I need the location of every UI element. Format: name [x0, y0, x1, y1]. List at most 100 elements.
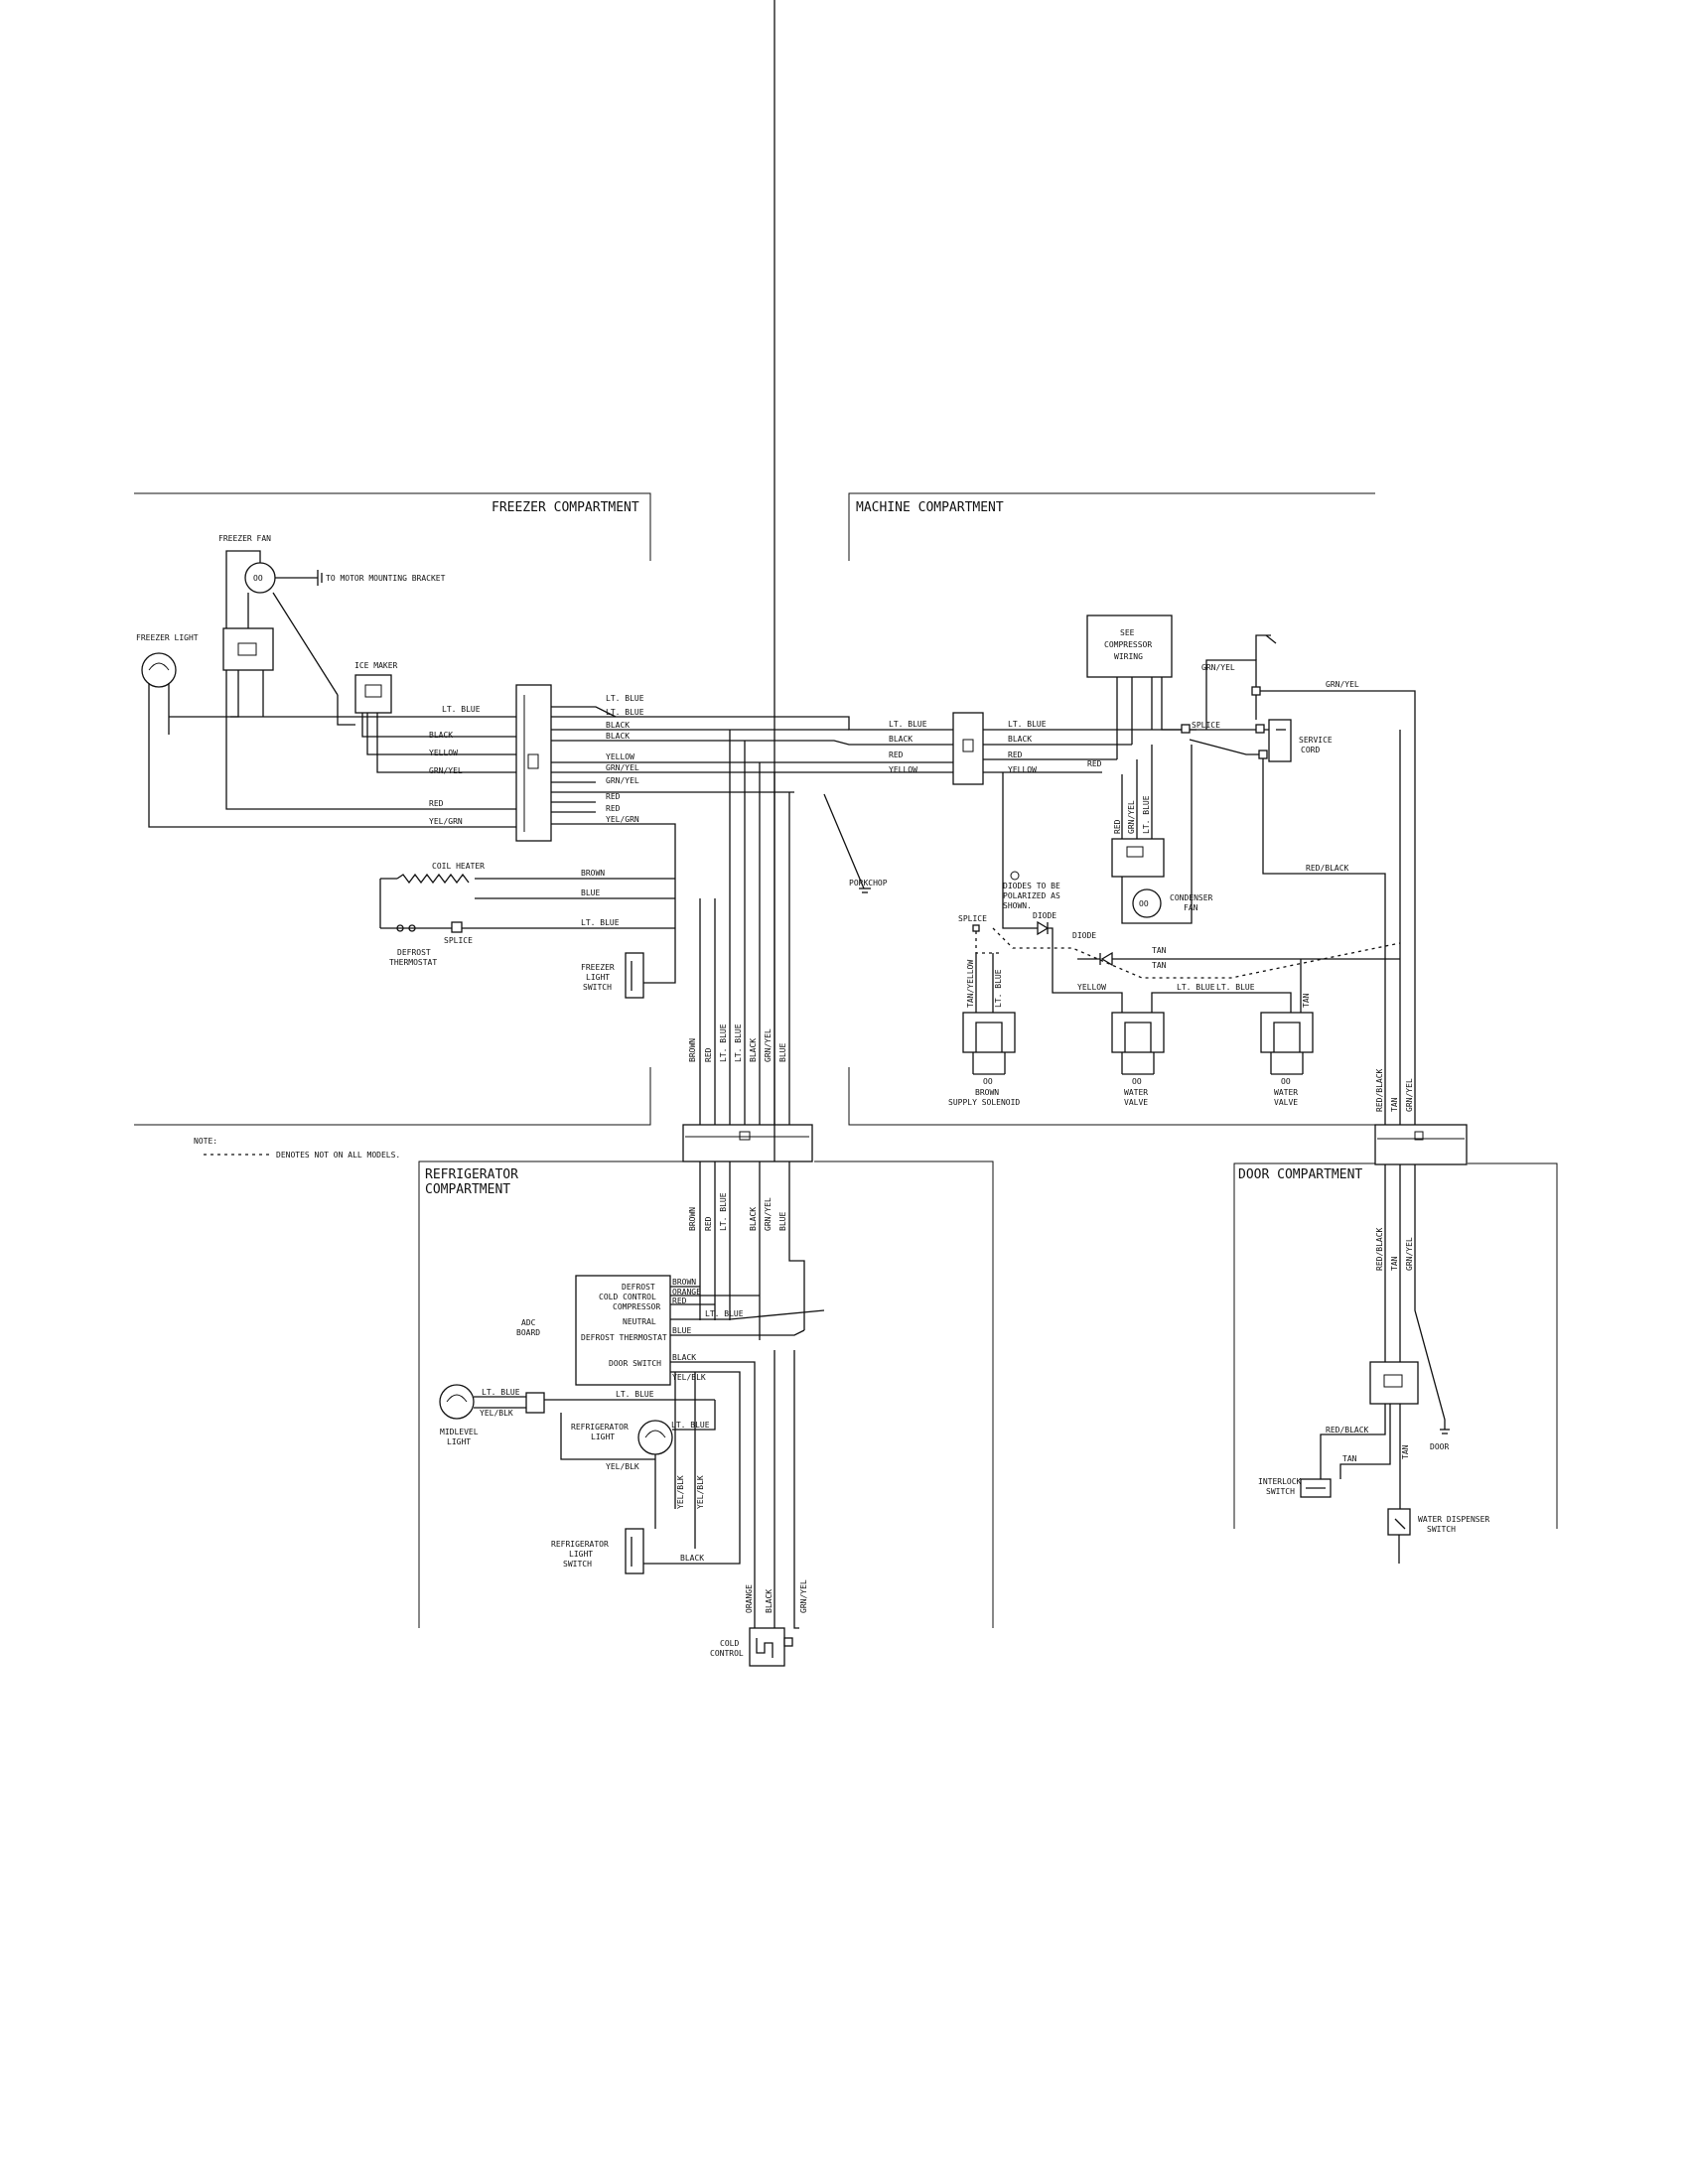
wire-lt-blue-label-1: LT. BLUE	[442, 705, 481, 714]
freezer-compartment-title: FREEZER COMPARTMENT	[492, 500, 639, 515]
coil-heater-icon	[396, 873, 470, 885]
compressor-label-3: WIRING	[1114, 652, 1143, 661]
door-compartment-frame	[1233, 1162, 1558, 1529]
wire-lt-blue-ml-label: LT. BLUE	[482, 1388, 520, 1397]
wire-lt-blue-label-2: LT. BLUE	[606, 694, 644, 703]
adc-board	[575, 1275, 671, 1386]
wire-red-black-d3-label: RED/BLACK	[1326, 1426, 1369, 1434]
refrigerator-light-label-2: LIGHT	[591, 1433, 615, 1441]
midlevel-light-label-1: MIDLEVEL	[440, 1428, 479, 1436]
wire-orange-adc-label: ORANGE	[672, 1288, 701, 1297]
wire-tan-d-label: TAN	[1390, 1097, 1399, 1112]
adc-wires	[670, 1286, 825, 1549]
wire-black-adc-label: BLACK	[672, 1353, 696, 1362]
wire-black-m-label-1: BLACK	[889, 735, 913, 744]
wire-lt-blue-m-label-2: LT. BLUE	[1008, 720, 1047, 729]
condenser-fan-connector	[1111, 838, 1165, 878]
refrigerator-light-bulb-icon	[637, 1420, 673, 1455]
wire-blue-h-label: BLUE	[581, 888, 600, 897]
machine-compartment-frame	[848, 492, 1375, 1126]
adc-pin-defrost-thermostat: DEFROST THERMOSTAT	[581, 1333, 667, 1342]
wire-black-label-3: BLACK	[606, 732, 630, 741]
splice-label: SPLICE	[444, 936, 473, 945]
mid-connector	[682, 1124, 813, 1162]
wire-brown-r-label: BROWN	[688, 1207, 697, 1231]
wire-tan-v2-label: TAN	[1302, 993, 1311, 1008]
wire-grn-yel-m-label-1: GRN/YEL	[1201, 663, 1235, 672]
water-valve-1-label-1: WATER	[1124, 1088, 1148, 1097]
service-cord-label-2: CORD	[1301, 746, 1320, 754]
water-valve-1-symbol: OO	[1132, 1077, 1142, 1086]
adc-pin-labels: DEFROST COLD CONTROL COMPRESSOR NEUTRAL …	[581, 1283, 667, 1368]
compressor-label-2: COMPRESSOR	[1104, 640, 1152, 649]
wire-grn-yel-label-1: GRN/YEL	[429, 766, 463, 775]
wire-grn-yel-label-3: GRN/YEL	[606, 776, 639, 785]
machine-connector	[952, 712, 984, 785]
motor-bracket-label: TO MOTOR MOUNTING BRACKET	[326, 574, 446, 583]
wire-black-v-label: BLACK	[749, 1038, 758, 1062]
diode-2-label: DIODE	[1072, 931, 1096, 940]
wire-yel-grn-label-2: YEL/GRN	[606, 815, 639, 824]
wire-blue-adc-label: BLUE	[672, 1326, 691, 1335]
wire-yel-blk-rl2-label: YEL/BLK	[676, 1475, 685, 1509]
interlock-switch-label-1: INTERLOCK	[1258, 1477, 1302, 1486]
wire-lt-blue-adc-label: LT. BLUE	[705, 1309, 744, 1318]
compressor-label-1: SEE	[1120, 628, 1135, 637]
water-dispenser-label-1: WATER DISPENSER	[1418, 1515, 1489, 1524]
wire-tan-d4-label: TAN	[1401, 1444, 1410, 1459]
supply-solenoid-label-2: SUPPLY SOLENOID	[948, 1098, 1020, 1107]
wire-lt-blue-label-3: LT. BLUE	[606, 708, 644, 717]
adc-pin-cold-control: COLD CONTROL	[599, 1293, 656, 1301]
supply-solenoid-label-1: BROWN	[975, 1088, 999, 1097]
freezer-light-bulb-icon	[141, 652, 177, 688]
freezer-compartment-frame	[134, 492, 651, 1126]
brown-supply-solenoid: OO	[962, 1012, 1016, 1086]
adc-pin-compressor: COMPRESSOR	[613, 1302, 660, 1311]
wire-black-m-label-2: BLACK	[1008, 735, 1032, 744]
wire-lt-blue-v2-label: LT. BLUE	[1216, 983, 1255, 992]
diode-1-icon	[1037, 920, 1050, 936]
diodes-note-2: POLARIZED AS	[1003, 891, 1060, 900]
refrigerator-light-switch-label-2: LIGHT	[569, 1550, 593, 1559]
splice-m-label: SPLICE	[958, 914, 987, 923]
water-valve-2-label-2: VALVE	[1274, 1098, 1298, 1107]
refrigerator-light-switch-label-3: SWITCH	[563, 1560, 592, 1569]
water-valve-1-label-2: VALVE	[1124, 1098, 1148, 1107]
water-valve-2-label-1: WATER	[1274, 1088, 1298, 1097]
wire-red-black-m-label: RED/BLACK	[1306, 864, 1349, 873]
midlevel-light-bulb-icon	[439, 1384, 475, 1420]
condenser-fan-label-2: FAN	[1184, 903, 1198, 912]
wire-tan-m-label-2: TAN	[1152, 961, 1167, 970]
wire-red-m-label-3: RED	[1087, 759, 1102, 768]
wire-grn-yel-cf-label: GRN/YEL	[1127, 800, 1136, 834]
wire-yel-grn-label-1: YEL/GRN	[429, 817, 463, 826]
wire-tan-d3-label: TAN	[1342, 1454, 1357, 1463]
wire-yellow-v1-label: YELLOW	[1077, 983, 1106, 992]
note-title: NOTE:	[194, 1137, 217, 1146]
wire-red-cf-label: RED	[1113, 819, 1122, 834]
wire-yel-blk-rl-label: YEL/BLK	[606, 1462, 639, 1471]
wire-lt-blue-v-label-1: LT. BLUE	[719, 1024, 728, 1062]
wire-red-m-label-1: RED	[889, 751, 904, 759]
wire-black-label-1: BLACK	[429, 731, 453, 740]
wire-yellow-label-2: YELLOW	[606, 752, 634, 761]
freezer-light-label: FREEZER LIGHT	[136, 633, 199, 642]
cold-control-label-2: CONTROL	[710, 1649, 744, 1658]
wire-yellow-m-label-2: YELLOW	[1008, 765, 1037, 774]
wire-grn-yel-cc-label: GRN/YEL	[799, 1579, 808, 1613]
machine-compartment-title: MACHINE COMPARTMENT	[856, 500, 1004, 515]
freezer-fan-label: FREEZER FAN	[218, 534, 271, 543]
wire-grn-yel-m-label-2: GRN/YEL	[1326, 680, 1359, 689]
wire-red-black-d2-label: RED/BLACK	[1375, 1227, 1384, 1271]
freezer-light-switch-icon	[625, 952, 644, 999]
midlevel-light-label-2: LIGHT	[447, 1437, 471, 1446]
porkchop-label: PORKCHOP	[849, 879, 888, 887]
wire-yellow-m-label-1: YELLOW	[889, 765, 917, 774]
wire-red-label-3: RED	[606, 804, 621, 813]
wire-tan-d2-label: TAN	[1390, 1256, 1399, 1271]
wire-red-black-d-label: RED/BLACK	[1375, 1068, 1384, 1112]
refrigerator-light-switch-label-1: REFRIGERATOR	[551, 1540, 609, 1549]
water-dispenser-switch-icon	[1387, 1508, 1411, 1536]
wire-grn-yel-v-label: GRN/YEL	[764, 1028, 773, 1062]
interlock-switch-label-2: SWITCH	[1266, 1487, 1295, 1496]
